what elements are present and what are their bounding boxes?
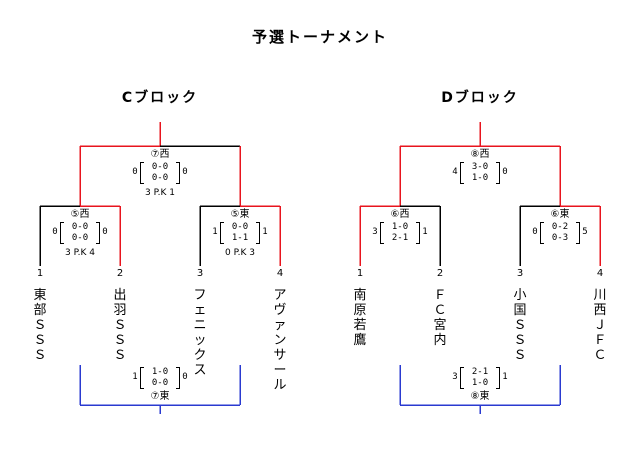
match-venue: ⑥西 [390, 209, 410, 220]
score-right: 1 [262, 227, 268, 237]
page-title: 予選トーナメント [251, 28, 388, 46]
match-venue: ⑤東 [230, 209, 250, 220]
team-name: 南原若鷹 [353, 288, 367, 348]
match-score: 4 3-0 1-0 0 [450, 161, 510, 185]
seed-number: 1 [356, 268, 364, 279]
score-left: 4 [452, 167, 458, 177]
match-score: 3 2-1 1-0 1 [450, 366, 510, 390]
seed-number: 2 [116, 268, 124, 279]
seed-number: 2 [436, 268, 444, 279]
score-left: 3 [452, 372, 458, 382]
match-venue: ⑥東 [550, 209, 570, 220]
match-score: 0 0-0 0-0 0 [130, 161, 190, 185]
team-name: アヴァンサール [273, 288, 287, 393]
pk-result: 3 P.K 4 [65, 248, 95, 258]
match-venue: ⑤西 [70, 209, 90, 220]
team-name: 川西ＪＦＣ [593, 288, 607, 363]
score-right: 1 [422, 227, 428, 237]
half-score-1: 0-0 [231, 222, 249, 232]
score-right: 5 [582, 227, 588, 237]
team-name: フェニックス [193, 288, 207, 378]
team-name: ＦＣ宮内 [433, 288, 447, 348]
score-right: 0 [182, 372, 188, 382]
score-right: 0 [102, 227, 108, 237]
score-left: 1 [132, 372, 138, 382]
score-left: 1 [212, 227, 218, 237]
match-score: 0 0-2 0-3 5 [530, 221, 590, 245]
half-score-2: 0-3 [551, 233, 569, 243]
match-score: 0 0-0 0-0 0 [50, 221, 110, 245]
seed-number: 1 [36, 268, 44, 279]
seed-number: 4 [276, 268, 284, 279]
half-score-2: 0-0 [151, 378, 169, 388]
seed-number: 3 [196, 268, 204, 279]
half-score-2: 0-0 [71, 233, 89, 243]
half-score-1: 3-0 [471, 162, 489, 172]
half-score-1: 0-0 [151, 162, 169, 172]
score-left: 0 [532, 227, 538, 237]
score-right: 0 [182, 167, 188, 177]
team-name: 出羽ＳＳＳ [113, 288, 127, 363]
half-score-2: 1-0 [471, 173, 489, 183]
half-score-1: 1-0 [151, 367, 169, 377]
half-score-2: 2-1 [391, 233, 409, 243]
half-score-2: 0-0 [151, 173, 169, 183]
team-name: 小国ＳＳＳ [513, 288, 527, 363]
seed-number: 3 [516, 268, 524, 279]
match-score: 1 1-0 0-0 0 [130, 366, 190, 390]
match-score: 3 1-0 2-1 1 [370, 221, 430, 245]
match-score: 1 0-0 1-1 1 [210, 221, 270, 245]
score-right: 1 [502, 372, 508, 382]
block-title: Cブロック [121, 90, 199, 106]
half-score-1: 0-0 [71, 222, 89, 232]
team-name: 東部ＳＳＳ [33, 288, 47, 363]
score-left: 0 [132, 167, 138, 177]
block-title: Dブロック [441, 90, 519, 106]
match-venue: ⑦西 [150, 149, 170, 160]
half-score-1: 0-2 [551, 222, 569, 232]
score-right: 0 [502, 167, 508, 177]
score-left: 0 [52, 227, 58, 237]
half-score-1: 1-0 [391, 222, 409, 232]
score-left: 3 [372, 227, 378, 237]
match-venue: ⑦東 [150, 391, 170, 402]
pk-result: 3 P.K 1 [145, 188, 175, 198]
half-score-1: 2-1 [471, 367, 489, 377]
half-score-2: 1-0 [471, 378, 489, 388]
match-venue: ⑧西 [470, 149, 490, 160]
seed-number: 4 [596, 268, 604, 279]
half-score-2: 1-1 [231, 233, 249, 243]
pk-result: 0 P.K 3 [225, 248, 255, 258]
match-venue: ⑧東 [470, 391, 490, 402]
